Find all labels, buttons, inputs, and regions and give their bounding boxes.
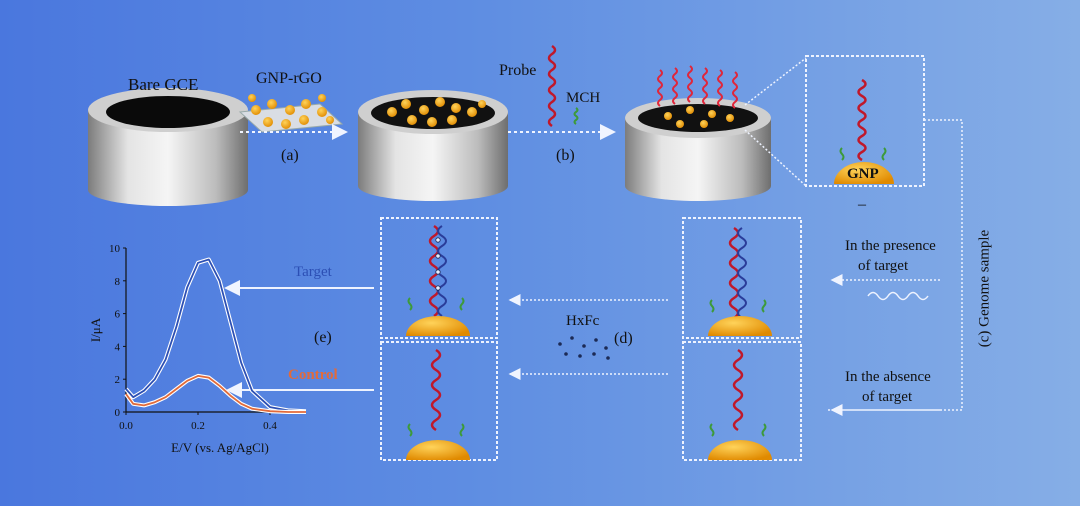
x-tick-label: 0.2 (191, 420, 205, 432)
box-hybridized-right (682, 217, 802, 339)
y-tick-label: 8 (115, 276, 121, 288)
series-halo-target (124, 257, 307, 414)
gnp-inset-label: GNP (847, 166, 879, 182)
step-a-label: (a) (281, 147, 299, 164)
x-axis-label: E/V (vs. Ag/AgCl) (171, 440, 269, 455)
bare-gce-label: Bare GCE (128, 75, 199, 94)
x-tick-label: 0.4 (263, 420, 277, 432)
y-tick-label: 6 (115, 309, 121, 321)
y-axis-label: I/μA (88, 317, 103, 342)
gnp-inset-box (805, 55, 925, 187)
zoom-line-bottom (744, 129, 807, 187)
gnp-particle-icon (834, 162, 894, 184)
box-hybridized-left (380, 217, 498, 339)
hxfc-label: HxFc (566, 313, 600, 329)
gnp-rgo-sheet-icon (238, 94, 344, 133)
control-label: Control (288, 367, 338, 383)
y-tick-label: 2 (115, 374, 121, 386)
hybridized-hxfc-dna-icon-left (406, 224, 470, 336)
absence-line1: In the absence (845, 369, 931, 385)
mch-label: MCH (566, 90, 601, 106)
series-line-control (125, 375, 306, 413)
target-dna-icon (867, 291, 929, 301)
step-b-label: (b) (556, 147, 575, 164)
series-line-target (125, 258, 307, 413)
hxfc-dots-icon (558, 336, 610, 360)
dpv-chart: 0 2 4 6 8 10 0.0 0.2 0.4E/V (vs. Ag/AgCl) I/μA (88, 243, 307, 455)
hybridized-dna-icon-right (708, 226, 772, 336)
y-tick-label: 0 (115, 407, 121, 419)
bare-gce-electrode (88, 88, 248, 206)
y-tick-label: 10 (109, 243, 121, 255)
gnp-rgo-modified-electrode (358, 90, 508, 201)
presence-line2: of target (858, 258, 909, 274)
probe-label: Probe (499, 62, 537, 79)
probe-dna-icon (547, 44, 557, 128)
probe-modified-electrode (625, 65, 771, 201)
probe-dna-icon-left (406, 348, 470, 460)
genome-sample-label: (c) Genome sample (976, 229, 993, 348)
step-d-label: (d) (614, 330, 633, 347)
step-e-label: (e) (314, 329, 332, 346)
presence-line1: In the presence (845, 238, 936, 254)
mch-molecule-icon (573, 107, 579, 125)
x-tick-label: 0.0 (119, 420, 133, 432)
target-label: Target (294, 264, 332, 280)
absence-line2: of target (862, 389, 913, 405)
y-tick-label: 4 (115, 341, 121, 353)
inset-probe-dna-icon (839, 78, 887, 162)
probe-dna-icon-right (708, 348, 772, 460)
zoom-line-top (744, 57, 807, 106)
gnp-rgo-label: GNP-rGO (256, 70, 322, 87)
minus-sign-label: – (858, 196, 866, 213)
